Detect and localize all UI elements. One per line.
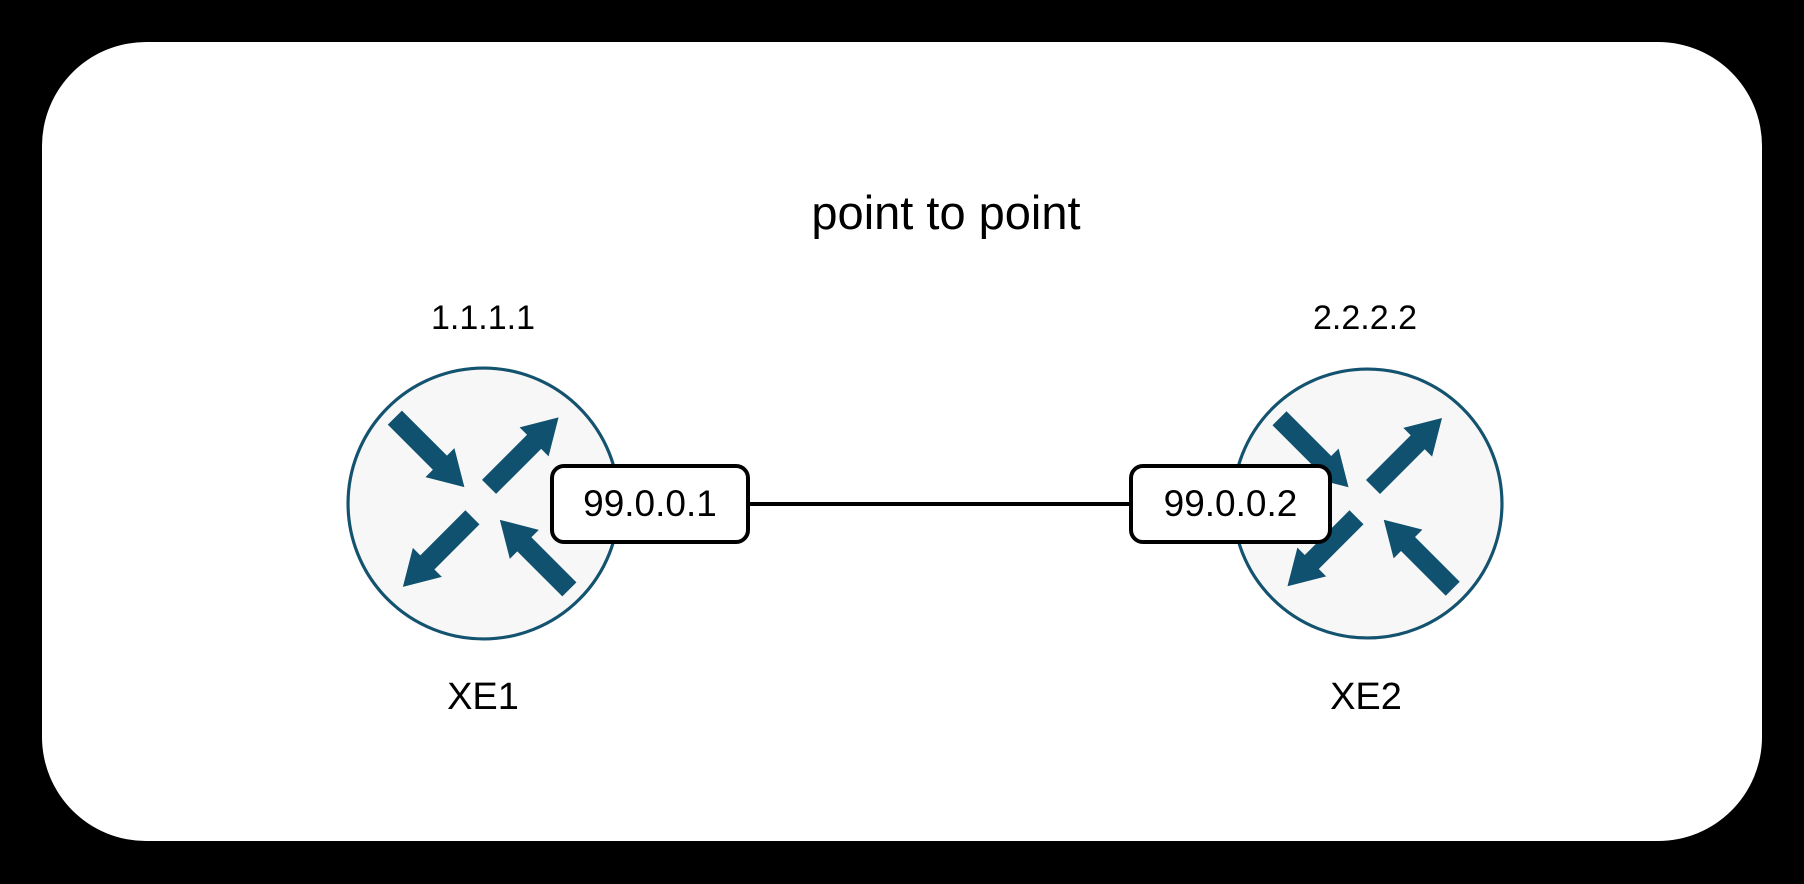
arrow-out-bottom-left-icon: [402, 510, 480, 587]
router-xe1-name-label: XE1: [447, 676, 519, 718]
arrow-out-bottom-left-icon: [1287, 510, 1364, 587]
arrow-out-top-right-icon: [481, 417, 559, 494]
interface-ip-text-left: 99.0.0.1: [583, 483, 717, 524]
router-icon-xe1: [346, 366, 621, 641]
router-icon-xe2: [1231, 367, 1504, 640]
router-xe2-ip-label: 2.2.2.2: [1313, 299, 1417, 337]
router-arrows-icon: [387, 410, 577, 597]
router-arrows-icon: [1272, 411, 1460, 596]
arrow-in-top-left-icon: [1272, 411, 1349, 488]
arrow-in-bottom-right-icon: [499, 519, 577, 597]
router-xe1-ip-label: 1.1.1.1: [431, 299, 535, 337]
interface-ip-text-right: 99.0.0.2: [1163, 483, 1298, 524]
diagram-canvas: point to point 1.1.1.1 XE1 2.2.2.2 XE2 9…: [42, 42, 1762, 841]
link-line: [748, 502, 1131, 506]
router-xe2-name-label: XE2: [1330, 676, 1402, 718]
diagram-title: point to point: [811, 186, 1081, 239]
arrow-in-top-left-icon: [387, 410, 465, 488]
arrow-in-bottom-right-icon: [1383, 519, 1460, 596]
interface-ip-box-left: 99.0.0.1: [550, 464, 750, 544]
arrow-out-top-right-icon: [1365, 417, 1443, 495]
interface-ip-box-right: 99.0.0.2: [1129, 464, 1332, 544]
